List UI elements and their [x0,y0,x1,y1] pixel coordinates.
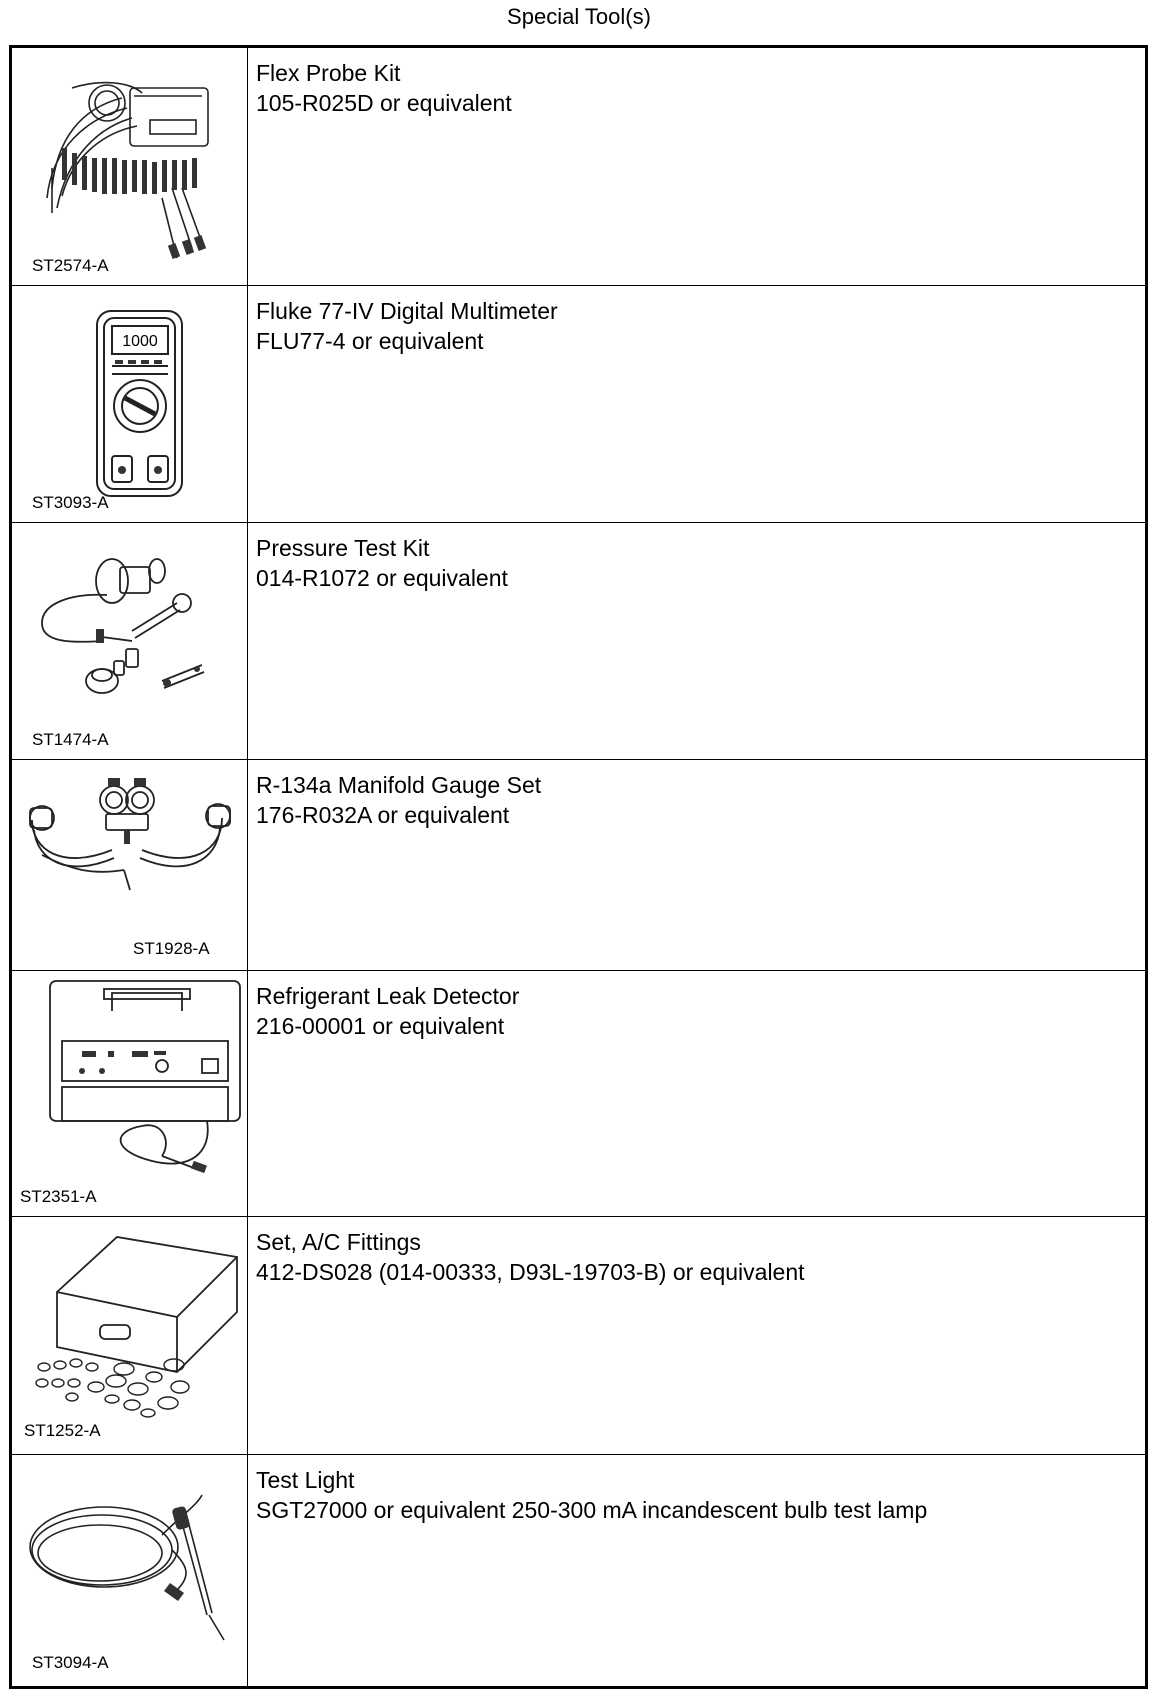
flex-probe-kit-icon [46,81,209,259]
tool-illustration-cell: ST1252-A [10,1216,248,1455]
tool-illustration-cell: ST2574-A [10,46,248,286]
tool-description-cell: Pressure Test Kit 014-R1072 or equivalen… [247,522,1147,760]
test-light-icon [29,1494,225,1641]
tool-code: ST3094-A [32,1653,109,1672]
manifold-gauge-set-icon [29,778,231,891]
leak-detector-icon [49,980,241,1174]
tool-name: Fluke 77-IV Digital Multimeter [256,298,558,324]
pressure-test-kit-icon [41,558,205,694]
tool-code: ST1474-A [32,730,109,749]
tool-code: ST2574-A [32,256,109,275]
tool-part-number: 014-R1072 or equivalent [256,565,508,591]
tool-description-cell: Set, A/C Fittings 412-DS028 (014-00333, … [247,1216,1147,1455]
table-row: 1000 ST3093-A Fluke 77-IV Digital Multim… [10,285,1147,523]
table-row: ST2351-A Refrigerant Leak Detector 216-0… [10,970,1147,1217]
tool-name: Test Light [256,1467,355,1493]
tool-illustration-cell: ST1928-A [10,759,248,971]
tool-illustration-cell: 1000 ST3093-A [10,285,248,523]
ac-fittings-case-icon [35,1236,238,1418]
tool-illustration-cell: ST3094-A [10,1454,248,1688]
tool-code: ST1928-A [133,939,210,958]
tool-illustration-cell: ST1474-A [10,522,248,760]
tool-name: Pressure Test Kit [256,535,430,561]
tool-part-number: FLU77-4 or equivalent [256,328,484,354]
table-row: ST1474-A Pressure Test Kit 014-R1072 or … [10,522,1147,760]
table-row: ST1252-A Set, A/C Fittings 412-DS028 (01… [10,1216,1147,1455]
table-row: ST2574-A Flex Probe Kit 105-R025D or equ… [10,46,1147,286]
multimeter-display-readout: 1000 [122,333,158,350]
tool-description-cell: Test Light SGT27000 or equivalent 250-30… [247,1454,1147,1688]
tool-description-cell: Flex Probe Kit 105-R025D or equivalent [247,46,1147,286]
table-row: ST1928-A R-134a Manifold Gauge Set 176-R… [10,759,1147,971]
tool-description-cell: R-134a Manifold Gauge Set 176-R032A or e… [247,759,1147,971]
table-row: ST3094-A Test Light SGT27000 or equivale… [10,1454,1147,1688]
digital-multimeter-icon: 1000 [96,310,183,497]
tool-code: ST1252-A [24,1421,101,1440]
tool-part-number: 412-DS028 (014-00333, D93L-19703-B) or e… [256,1259,805,1285]
tool-description-cell: Fluke 77-IV Digital Multimeter FLU77-4 o… [247,285,1147,523]
special-tools-table: ST2574-A Flex Probe Kit 105-R025D or equ… [9,45,1148,1689]
tool-description-cell: Refrigerant Leak Detector 216-00001 or e… [247,970,1147,1217]
page-title: Special Tool(s) [507,4,651,29]
tool-part-number: SGT27000 or equivalent 250-300 mA incand… [256,1497,928,1523]
tool-name: Refrigerant Leak Detector [256,983,520,1009]
tool-illustration-cell: ST2351-A [10,970,248,1217]
tool-name: Flex Probe Kit [256,60,401,86]
tool-code: ST3093-A [32,493,109,512]
tool-name: Set, A/C Fittings [256,1229,421,1255]
tool-part-number: 105-R025D or equivalent [256,90,512,116]
tool-part-number: 216-00001 or equivalent [256,1013,505,1039]
tool-name: R-134a Manifold Gauge Set [256,772,542,798]
tool-part-number: 176-R032A or equivalent [256,802,510,828]
tool-code: ST2351-A [20,1187,97,1206]
